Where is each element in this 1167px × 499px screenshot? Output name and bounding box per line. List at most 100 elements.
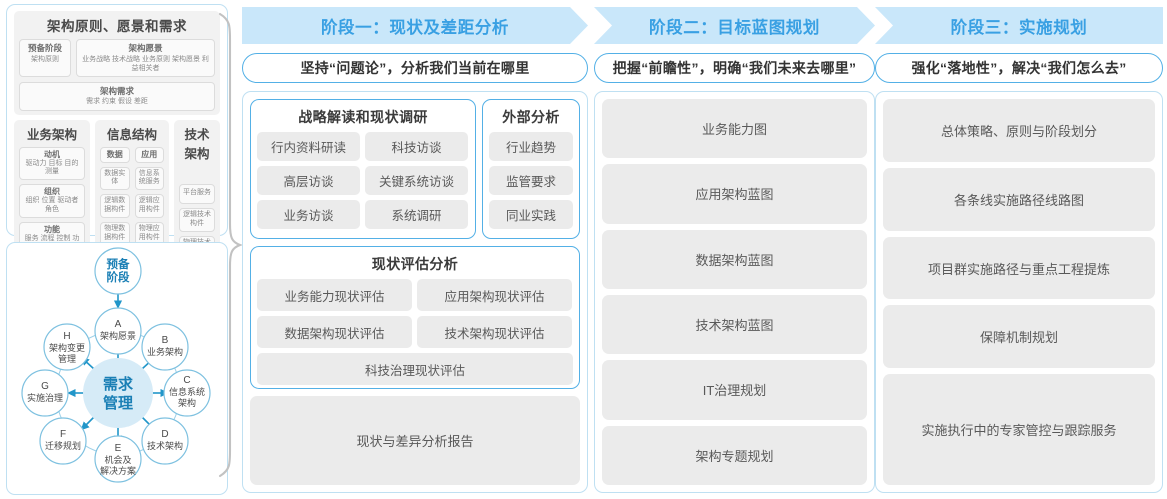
svg-text:架构愿景: 架构愿景 xyxy=(100,330,136,341)
svg-text:实施治理: 实施治理 xyxy=(27,392,63,403)
group-title: 架构原则、愿景和需求 xyxy=(47,19,187,34)
chip-item[interactable]: 应用架构现状评估 xyxy=(417,279,572,311)
cell-sub: 架构原则 xyxy=(31,55,59,63)
svg-text:阶段: 阶段 xyxy=(107,270,130,284)
brace-connector xyxy=(216,10,243,485)
information-structure-column: 信息结构 数据 数据实体 逻辑数据构件 xyxy=(95,119,169,264)
phase-3-header-label: 阶段三：实施规划 xyxy=(950,18,1088,37)
svg-text:A: A xyxy=(115,319,122,330)
mini-head: 数据 xyxy=(106,149,123,159)
phase-2-caption-text: 把握“前瞻性”，明确“我们未来去哪里” xyxy=(612,60,857,76)
chip-item[interactable]: 高层访谈 xyxy=(257,166,360,195)
adm-diagram: 需求 管理 预备 阶段 A 架构愿景 B 业务架构 C xyxy=(7,243,227,494)
phase-3-caption-text: 强化“落地性”，解决“我们怎么去” xyxy=(911,60,1127,76)
phase-3-item[interactable]: 保障机制规划 xyxy=(883,305,1155,369)
chip-item[interactable]: 科技治理现状评估 xyxy=(257,353,573,385)
phase-2-header-label: 阶段二：目标蓝图规划 xyxy=(649,18,820,37)
mini-sub: 逻辑技术构件 xyxy=(183,210,211,227)
adm-cycle-panel: 需求 管理 预备 阶段 A 架构愿景 B 业务架构 C xyxy=(6,242,228,495)
framework-mini-cell[interactable]: 动机 驱动力 目标 目的 测量 xyxy=(19,146,85,181)
column-title: 技术架构 xyxy=(184,127,210,161)
mini-sub: 信息系统服务 xyxy=(138,169,160,186)
svg-text:预备: 预备 xyxy=(107,257,130,271)
chip-item[interactable]: 同业实践 xyxy=(489,200,573,229)
svg-text:H: H xyxy=(63,331,70,342)
phase-3-item[interactable]: 总体策略、原则与阶段划分 xyxy=(883,99,1155,162)
phase-1-header[interactable]: 阶段一：现状及差距分析 xyxy=(242,7,588,44)
cell-head: 架构需求 xyxy=(99,85,134,96)
phase-2-item[interactable]: 架构专题规划 xyxy=(602,425,867,485)
svg-text:G: G xyxy=(41,381,49,392)
phase-3-item[interactable]: 项目群实施路径与重点工程提炼 xyxy=(883,236,1155,300)
svg-text:B: B xyxy=(162,335,169,346)
phase-3-item[interactable]: 各条线实施路径线路图 xyxy=(883,167,1155,231)
framework-mini-cell[interactable]: 逻辑技术构件 xyxy=(179,207,215,232)
phase-3-header[interactable]: 阶段三：实施规划 xyxy=(875,7,1163,44)
framework-cell[interactable]: 架构需求 需求 约束 假设 差距 xyxy=(19,81,215,111)
mini-head: 动机 xyxy=(44,149,60,159)
chip-item[interactable]: 技术架构现状评估 xyxy=(417,316,572,348)
svg-text:架构: 架构 xyxy=(178,397,196,408)
mini-sub: 平台服务 xyxy=(183,189,211,197)
framework-mini-cell[interactable]: 信息系统服务 xyxy=(134,166,164,191)
chip-item[interactable]: 业务能力现状评估 xyxy=(257,279,412,311)
phase-1-header-label: 阶段一：现状及差距分析 xyxy=(320,18,510,37)
phase-3-item[interactable]: 实施执行中的专家管控与跟踪服务 xyxy=(883,374,1155,485)
phase-2-item[interactable]: 数据架构蓝图 xyxy=(602,229,867,289)
chip-item[interactable]: 系统调研 xyxy=(365,200,468,229)
mini-sub: 数据实体 xyxy=(104,169,126,186)
framework-mini-cell[interactable]: 平台服务 xyxy=(179,183,215,204)
phase-2-body: 业务能力图 应用架构蓝图 数据架构蓝图 技术架构蓝图 IT治理规划 架构专题规划 xyxy=(594,91,875,493)
framework-mini-cell[interactable]: 应用 xyxy=(134,146,164,163)
chip-item[interactable]: 科技访谈 xyxy=(365,132,468,161)
mini-sub: 逻辑应用构件 xyxy=(138,197,160,214)
architecture-principles-group: 架构原则、愿景和需求 预备阶段 架构原则 架构愿景 业务战略 技术战略 业务原则… xyxy=(14,11,220,115)
togaf-framework-panel: 架构原则、愿景和需求 预备阶段 架构原则 架构愿景 业务战略 技术战略 业务原则… xyxy=(6,4,228,316)
framework-mini-cell[interactable]: 组织 组织 位置 驱动者 角色 xyxy=(19,184,85,218)
chip-item[interactable]: 行内资料研读 xyxy=(257,132,360,161)
phase-3-caption: 强化“落地性”，解决“我们怎么去” xyxy=(875,53,1163,83)
phases-container: 阶段一：现状及差距分析 坚持“问题论”，分析我们当前在哪里 战略解读和现状调研 … xyxy=(238,0,1167,499)
phase-2-item[interactable]: 技术架构蓝图 xyxy=(602,294,867,355)
svg-text:技术架构: 技术架构 xyxy=(147,440,183,451)
card-title: 现状评估分析 xyxy=(371,256,459,272)
mini-head: 功能 xyxy=(44,224,60,234)
phase-1-caption: 坚持“问题论”，分析我们当前在哪里 xyxy=(242,53,588,83)
framework-cell[interactable]: 预备阶段 架构原则 xyxy=(19,39,71,77)
chip-item[interactable]: 关键系统访谈 xyxy=(365,166,468,195)
chevron-shape xyxy=(242,7,588,44)
framework-mini-cell[interactable]: 数据 xyxy=(100,146,130,163)
chip-item[interactable]: 数据架构现状评估 xyxy=(257,316,412,348)
framework-cell[interactable]: 架构愿景 业务战略 技术战略 业务原则 架构愿景 利益相关者 xyxy=(76,39,215,77)
svg-text:F: F xyxy=(60,429,66,440)
phase-3-body: 总体策略、原则与阶段划分 各条线实施路径线路图 项目群实施路径与重点工程提炼 保… xyxy=(875,91,1163,493)
svg-text:需求: 需求 xyxy=(103,375,134,393)
framework-mini-cell[interactable]: 逻辑数据构件 xyxy=(100,194,130,219)
phase-2-item[interactable]: IT治理规划 xyxy=(602,360,867,420)
column-title: 业务架构 xyxy=(26,127,77,142)
mini-head: 组织 xyxy=(44,187,60,197)
adm-svg: 需求 管理 预备 阶段 A 架构愿景 B 业务架构 C xyxy=(21,247,211,483)
cell-sub: 需求 约束 假设 差距 xyxy=(86,98,148,106)
chip-item[interactable]: 监管要求 xyxy=(489,166,573,195)
svg-text:E: E xyxy=(115,443,122,454)
phase-1-caption-text: 坚持“问题论”，分析我们当前在哪里 xyxy=(300,60,530,76)
framework-mini-cell[interactable]: 数据实体 xyxy=(100,166,130,191)
chip-item[interactable]: 行业趋势 xyxy=(489,132,573,161)
phase-2-caption: 把握“前瞻性”，明确“我们未来去哪里” xyxy=(594,53,875,83)
svg-text:迁移规划: 迁移规划 xyxy=(45,440,81,451)
external-analysis-card: 外部分析 行业趋势 监管要求 同业实践 xyxy=(482,99,580,239)
phase-1-output[interactable]: 现状与差异分析报告 xyxy=(250,396,580,485)
mini-sub: 组织 位置 驱动者 角色 xyxy=(25,197,79,213)
column-title: 信息结构 xyxy=(106,127,157,142)
phase-2-item[interactable]: 应用架构蓝图 xyxy=(602,164,867,224)
phase-1-body: 战略解读和现状调研 行内资料研读 科技访谈 高层访谈 关键系统访谈 业务访谈 系… xyxy=(242,91,588,493)
cell-head: 预备阶段 xyxy=(27,43,62,53)
phase-2-item[interactable]: 业务能力图 xyxy=(602,99,867,159)
phase-2-header[interactable]: 阶段二：目标蓝图规划 xyxy=(594,7,875,44)
framework-mini-cell[interactable]: 逻辑应用构件 xyxy=(134,194,164,219)
chip-item[interactable]: 业务访谈 xyxy=(257,200,360,229)
mini-sub: 物理应用构件 xyxy=(138,225,160,242)
svg-text:管理: 管理 xyxy=(58,353,76,364)
